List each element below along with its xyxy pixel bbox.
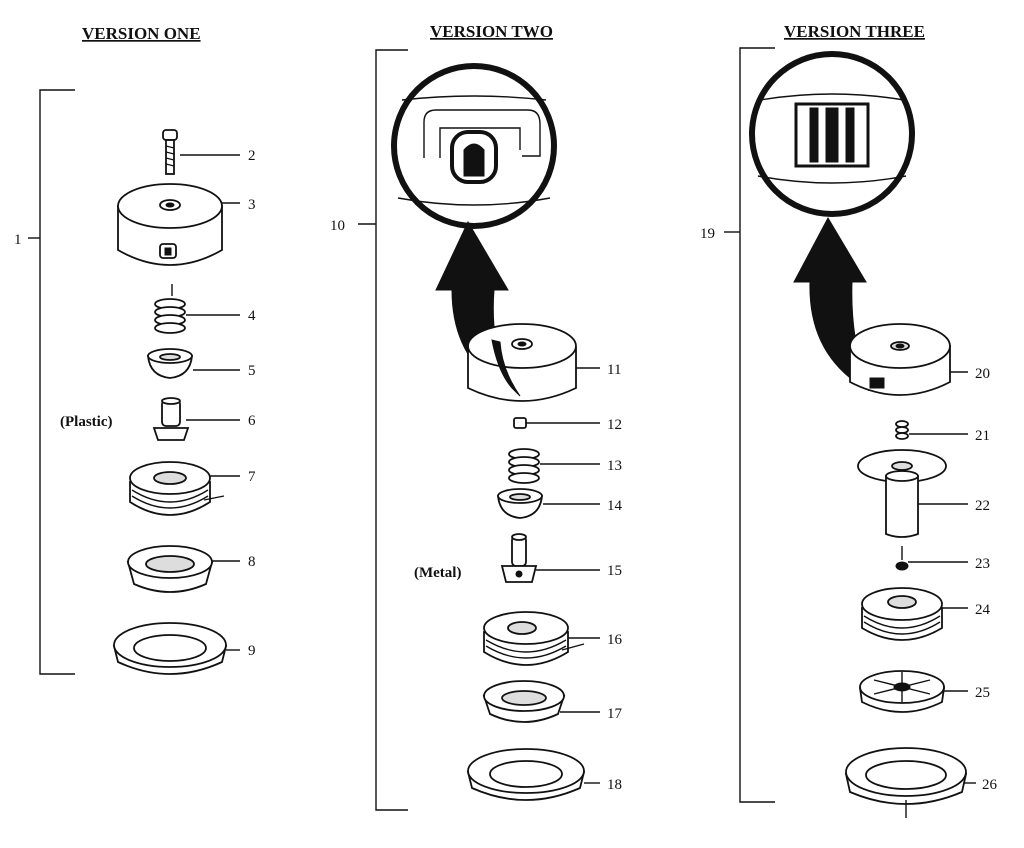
detail-magnifier xyxy=(749,51,915,217)
part-label: 7 xyxy=(248,469,256,485)
assembly-number-label: 19 xyxy=(700,226,715,242)
part-label: 2 xyxy=(248,148,256,164)
small-spring-part xyxy=(895,420,909,440)
part-label: 16 xyxy=(607,632,623,648)
assembly-bracket xyxy=(375,49,408,811)
version-one-group: VERSION ONE 1 2 3 xyxy=(14,24,256,675)
bottom-cover-part xyxy=(112,622,228,675)
part-label: 11 xyxy=(607,362,621,378)
spring-cup-part xyxy=(497,488,543,519)
part-label: 4 xyxy=(248,308,256,324)
spool-housing-part xyxy=(467,323,577,402)
part-label: 12 xyxy=(607,417,622,433)
eyelet-part xyxy=(152,397,190,441)
material-note: (Plastic) xyxy=(60,414,112,430)
line-spool-part xyxy=(861,587,943,641)
version-three-title: VERSION THREE xyxy=(784,22,925,41)
material-note: (Metal) xyxy=(414,565,461,581)
spool-housing-part xyxy=(117,183,223,266)
assembly-bracket xyxy=(739,47,775,803)
part-label: 25 xyxy=(975,685,990,701)
spool-housing-part xyxy=(849,323,951,396)
part-label: 26 xyxy=(982,777,998,793)
part-label: 8 xyxy=(248,554,256,570)
part-label: 15 xyxy=(607,563,622,579)
star-disc-part xyxy=(858,670,946,713)
part-label: 9 xyxy=(248,643,256,659)
part-label: 22 xyxy=(975,498,990,514)
spindle-part xyxy=(857,449,947,538)
assembly-number-label: 10 xyxy=(330,218,345,234)
bottom-cover-part xyxy=(466,748,586,801)
version-three-group: VERSION THREE 19 20 xyxy=(700,22,998,818)
part-label: 24 xyxy=(975,602,991,618)
part-label: 17 xyxy=(607,706,623,722)
bottom-cover-part xyxy=(844,747,968,818)
screw-part xyxy=(895,546,909,571)
assembly-bracket xyxy=(39,89,75,675)
clip-part xyxy=(513,417,527,429)
part-label: 6 xyxy=(248,413,256,429)
part-label: 20 xyxy=(975,366,990,382)
part-label: 23 xyxy=(975,556,990,572)
version-two-group: VERSION TWO 10 11 xyxy=(330,22,623,811)
spring-part xyxy=(508,448,540,484)
part-label: 18 xyxy=(607,777,622,793)
spring-cup-part xyxy=(147,348,193,379)
retainer-part xyxy=(126,545,214,593)
eyelet-part xyxy=(500,533,538,583)
line-spool-part xyxy=(129,461,225,516)
detail-magnifier xyxy=(391,63,557,229)
version-one-title: VERSION ONE xyxy=(82,24,201,43)
bolt-part xyxy=(162,129,178,175)
part-label: 3 xyxy=(248,197,256,213)
spring-part xyxy=(154,284,186,334)
version-two-title: VERSION TWO xyxy=(430,22,553,41)
part-label: 13 xyxy=(607,458,622,474)
line-spool-part xyxy=(483,611,585,666)
part-label: 21 xyxy=(975,428,990,444)
part-label: 14 xyxy=(607,498,623,514)
assembly-number-label: 1 xyxy=(14,232,22,248)
retainer-part xyxy=(482,680,566,723)
part-label: 5 xyxy=(248,363,256,379)
